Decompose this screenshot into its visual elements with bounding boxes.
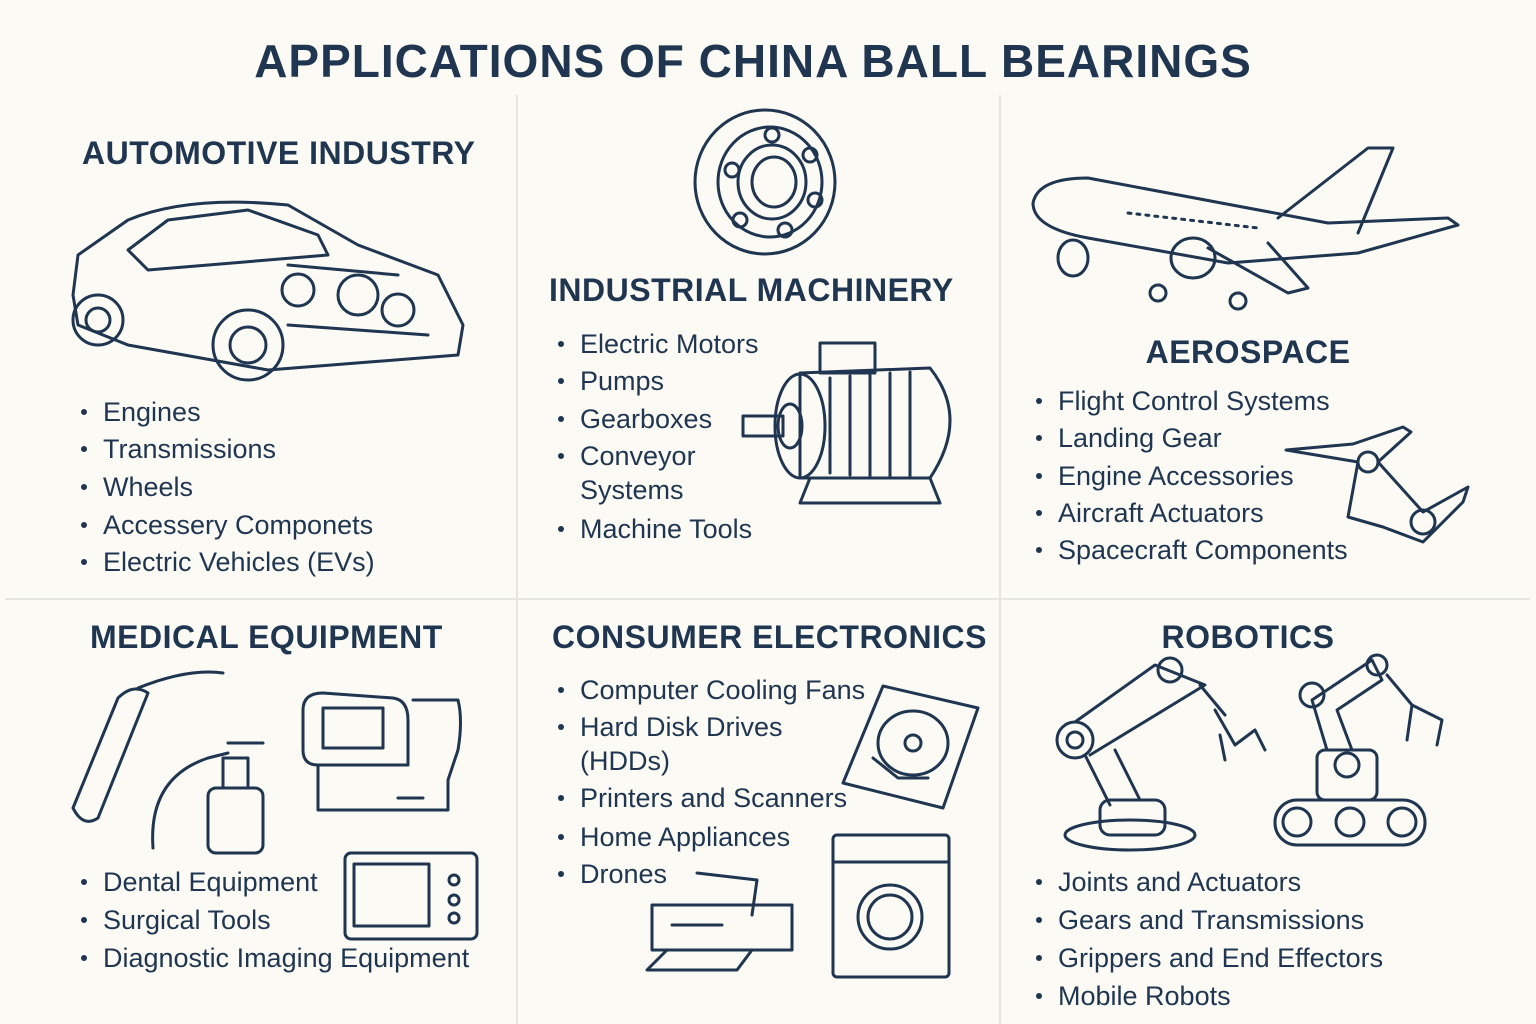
monitor-device-icon	[343, 851, 479, 941]
list-item: Machine Tools	[557, 514, 753, 544]
list-item: Drones	[557, 859, 668, 889]
electric-motor-icon	[741, 341, 952, 505]
list-item: Home Appliances	[557, 822, 791, 852]
printer-icon	[645, 871, 794, 972]
list-item: Mobile Robots	[1036, 981, 1231, 1011]
list-item: Aircraft Actuators	[1036, 498, 1264, 528]
car-icon	[71, 200, 465, 382]
actuator-icon	[1284, 425, 1470, 544]
page-title: APPLICATIONS OF CHINA BALL BEARINGS	[254, 35, 1252, 87]
list-item: Landing Gear	[1036, 423, 1222, 453]
robot-arm-icon	[1055, 656, 1267, 852]
list-item: Printers and Scanners	[557, 783, 848, 813]
section-heading: INDUSTRIAL MACHINERY	[549, 272, 954, 308]
list-item-continuation: (HDDs)	[580, 746, 670, 776]
list-item: Diagnostic Imaging Equipment	[80, 943, 470, 973]
list-item: Electric Vehicles (EVs)	[81, 547, 375, 577]
dental-tool-icon	[71, 670, 265, 855]
list-item: Spacecraft Components	[1036, 535, 1348, 565]
list-item: Dental Equipment	[81, 867, 318, 897]
list-item: Grippers and End Effectors	[1035, 943, 1384, 973]
washing-machine-icon	[831, 833, 951, 979]
hard-disk-icon	[841, 684, 980, 810]
list-item: Transmissions	[80, 434, 277, 464]
list-item: Conveyor	[558, 441, 696, 471]
list-item: Joints and Actuators	[1035, 867, 1302, 897]
list-item-continuation: Systems	[580, 475, 684, 505]
list-item: Electric Motors	[558, 329, 759, 359]
divider	[516, 95, 518, 1024]
list-item: Engine Accessories	[1036, 461, 1294, 491]
section-heading: ROBOTICS	[1161, 619, 1335, 655]
list-item: Gears and Transmissions	[1035, 905, 1365, 935]
divider	[5, 598, 1530, 600]
list-item: Accessery Componets	[80, 510, 374, 540]
list-item: Gearboxes	[557, 404, 713, 434]
list-item: Flight Control Systems	[1036, 386, 1330, 416]
list-item: Wheels	[80, 472, 194, 502]
section-heading: CONSUMER ELECTRONICS	[552, 619, 987, 655]
list-item: Pumps	[557, 366, 665, 396]
list-item: Computer Cooling Fans	[557, 675, 866, 705]
airplane-icon	[1031, 146, 1460, 311]
imaging-device-icon	[301, 691, 462, 812]
list-item: Engines	[81, 397, 201, 427]
section-heading: MEDICAL EQUIPMENT	[90, 619, 443, 655]
ball-bearing-icon	[693, 108, 837, 256]
mobile-robot-icon	[1273, 653, 1444, 847]
list-item: Hard Disk Drives	[558, 712, 783, 742]
list-item: Surgical Tools	[81, 905, 271, 935]
divider	[999, 95, 1001, 1024]
section-heading: AUTOMOTIVE INDUSTRY	[82, 135, 476, 171]
section-heading: AEROSPACE	[1145, 334, 1351, 370]
